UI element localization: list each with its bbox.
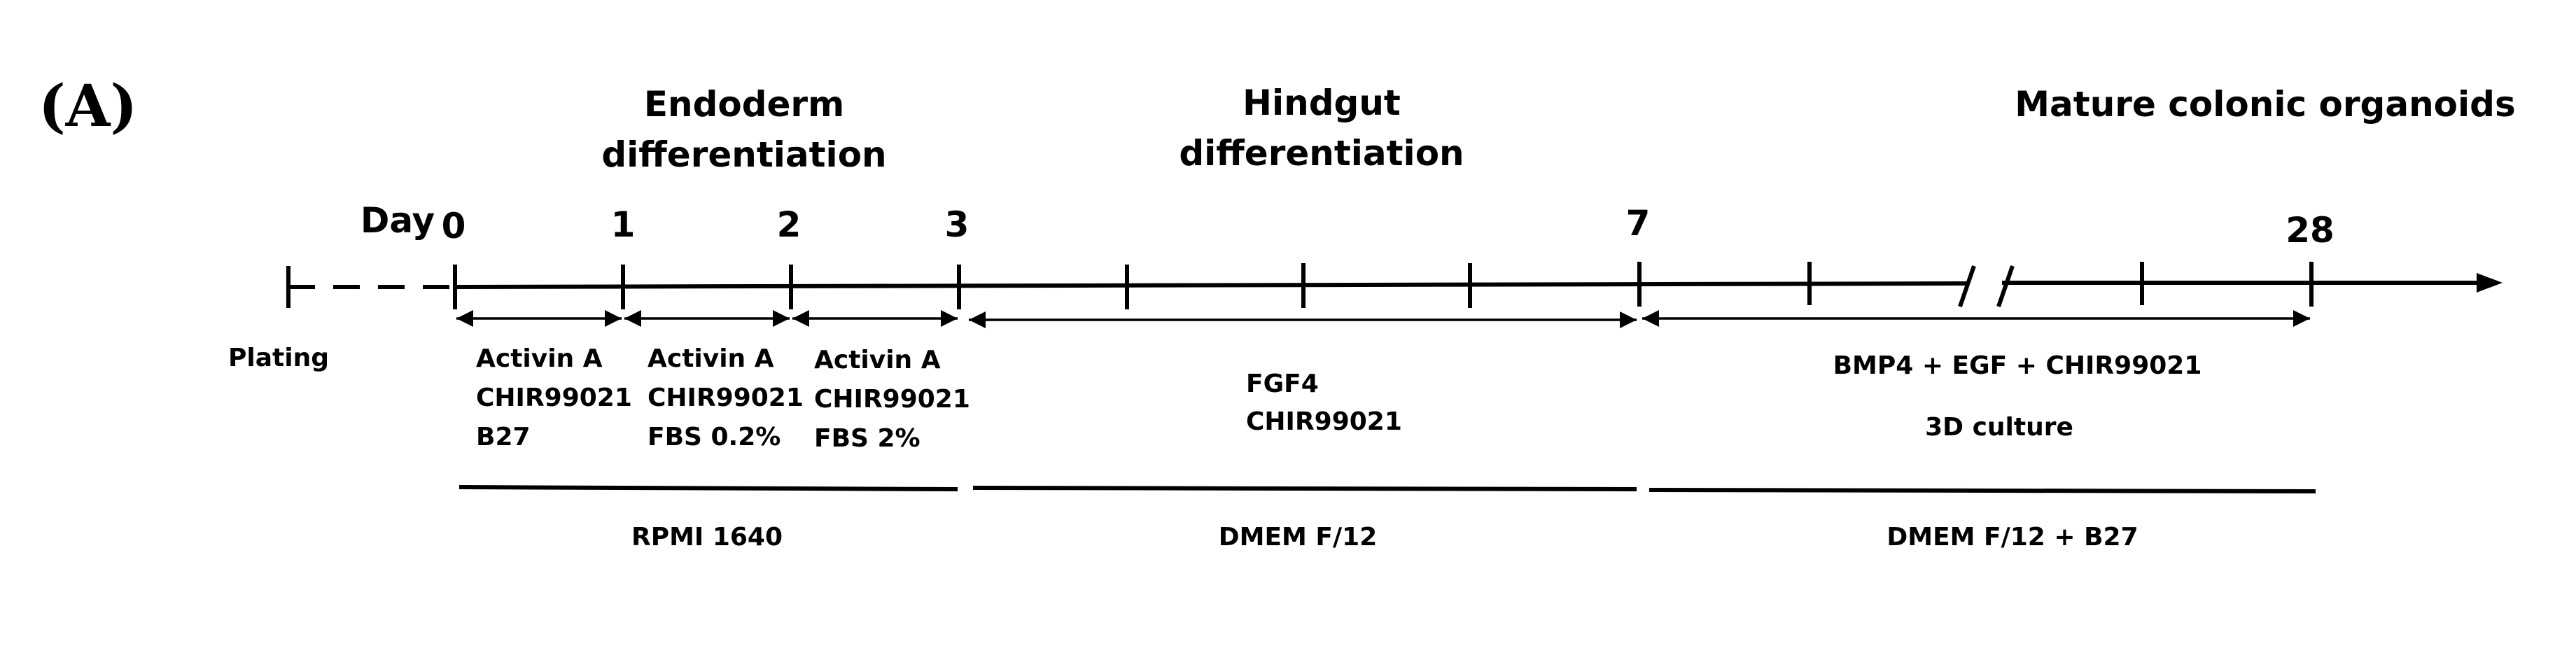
axis-break-mark-1 [1958,265,1976,307]
treatment-day1-2-line1: Activin A [648,344,774,373]
treatment-day3-7-line1: FGF4 [1246,370,1319,398]
media-line-dmem [972,486,1637,491]
panel-label: (A) [38,73,137,140]
treatment-day0-1-line3: B27 [476,423,531,451]
media-label-dmem-b27: DMEM F/12 + B27 [1886,523,2138,552]
treatment-day7-28-line1: BMP4 + EGF + CHIR99021 [1833,351,2202,380]
day-number-28: 28 [2286,210,2334,251]
axis-break-mark-2 [1996,265,2015,307]
media-label-dmem: DMEM F/12 [1219,523,1378,552]
treatment-day2-3-line1: Activin A [814,346,941,374]
treatment-day0-1-line2: CHIR99021 [476,384,632,412]
timeline-arrowhead [2477,273,2502,293]
day-number-0: 0 [442,206,466,246]
day-number-3: 3 [945,204,969,245]
media-label-rpmi: RPMI 1640 [631,523,783,552]
treatment-day7-28-line2: 3D culture [1925,413,2073,442]
stage-mature: Mature colonic organoids [2015,84,2515,125]
plating-label: Plating [228,344,329,372]
day-label: Day [360,200,435,241]
day-number-7: 7 [1626,203,1651,244]
treatment-day0-1-line1: Activin A [476,344,603,373]
treatment-day2-3-line3: FBS 2% [814,424,920,453]
timeline-axis-a [454,281,1968,289]
media-line-rpmi [458,485,958,491]
stage-endoderm-line1: Endoderm [644,84,844,125]
stage-hindgut-line1: Hindgut [1242,83,1401,123]
stage-hindgut-line2: differentiation [1179,133,1464,174]
stage-endoderm-line2: differentiation [601,134,886,175]
treatment-day3-7-line2: CHIR99021 [1246,407,1402,436]
day-number-1: 1 [611,204,636,245]
treatment-day2-3-line2: CHIR99021 [814,385,970,414]
treatment-day1-2-line2: CHIR99021 [648,384,804,412]
treatment-day1-2-line3: FBS 0.2% [648,423,780,451]
media-line-dmem-b27 [1648,488,2316,493]
day-number-2: 2 [777,204,802,245]
